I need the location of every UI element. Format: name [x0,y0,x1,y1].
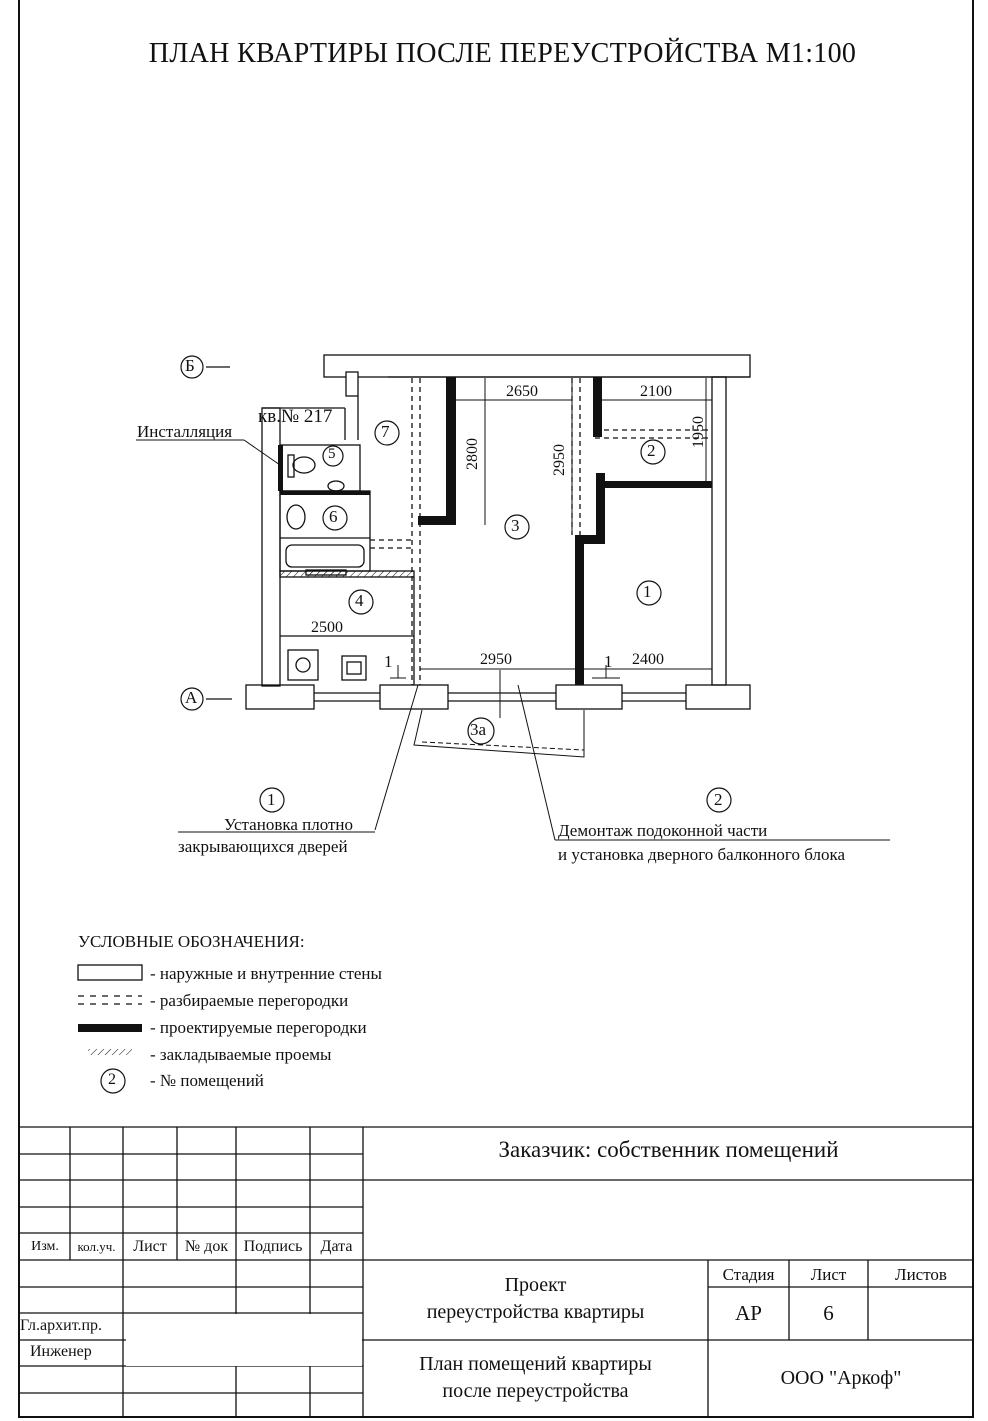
room-number-4: 4 [355,591,364,610]
drawing-sheet [18,0,974,1418]
room-number-5: 5 [328,446,336,462]
legend-room-numbers: - № помещений [150,1071,264,1090]
legend-removed-partitions: - разбираемые перегородки [150,991,349,1010]
legend-new-partitions: - проектируемые перегородки [150,1018,367,1037]
col-sheet: Лист [133,1238,167,1255]
drawing-title: ПЛАН КВАРТИРЫ ПОСЛЕ ПЕРЕУСТРОЙСТВА М1:10… [148,38,857,69]
stage-value: АР [735,1301,762,1325]
installation-label: Инсталляция [137,422,233,441]
role-engineer: Инженер [30,1343,92,1360]
note-number-1: 1 [267,790,276,809]
drawing-name-line1: План помещений квартиры [419,1353,652,1375]
room-number-3a: 3а [470,720,487,739]
dimension-2500: 2500 [311,619,343,636]
col-date: Дата [320,1238,353,1255]
dimension-2400: 2400 [632,651,664,668]
note-doors-line2: закрывающихся дверей [178,837,348,856]
col-signature: Подпись [243,1238,303,1255]
company-name: ООО "Аркоф" [780,1367,902,1389]
legend-filled-openings: - закладываемые проемы [150,1045,332,1064]
room-number-2: 2 [647,441,656,460]
customer-field: Заказчик: собственник помещений [498,1137,839,1162]
col-revision: Изм. [31,1239,59,1254]
apartment-number: кв.№ 217 [258,406,333,427]
legend-walls: - наружные и внутренние стены [150,964,382,983]
note-balcony-line1: Демонтаж подоконной части [558,821,768,840]
legend-room-sample: 2 [108,1071,116,1088]
note-number-2: 2 [714,790,723,809]
note-balcony-line2: и установка дверного балконного блока [558,845,845,864]
dimension-2950-horizontal: 2950 [480,651,512,668]
room-number-7: 7 [381,422,390,441]
drawing-name-line2: после переустройства [442,1380,629,1402]
dimension-2100: 2100 [640,383,672,400]
project-title-line1: Проект [504,1274,567,1296]
axis-b-label: Б [185,356,195,375]
stage-header: Стадия [722,1265,775,1284]
room-number-6: 6 [329,507,338,526]
dimension-2650: 2650 [506,383,538,400]
col-count: кол.уч. [77,1239,116,1254]
section-mark-left: 1 [384,652,393,671]
room-number-1: 1 [643,582,652,601]
axis-a-label: А [185,688,198,707]
sheet-header: Лист [810,1265,847,1284]
sheet-value: 6 [823,1301,834,1325]
col-doc-number: № док [184,1238,229,1255]
room-number-3: 3 [511,516,520,535]
section-mark-right: 1 [604,652,613,671]
project-title-line2: переустройства квартиры [426,1301,645,1323]
role-chief-architect: Гл.архит.пр. [20,1317,103,1334]
note-doors-line1: Установка плотно [224,815,354,834]
sheets-header: Листов [895,1265,947,1284]
legend-heading: УСЛОВНЫЕ ОБОЗНАЧЕНИЯ: [78,932,305,951]
floor-plan [136,354,890,841]
